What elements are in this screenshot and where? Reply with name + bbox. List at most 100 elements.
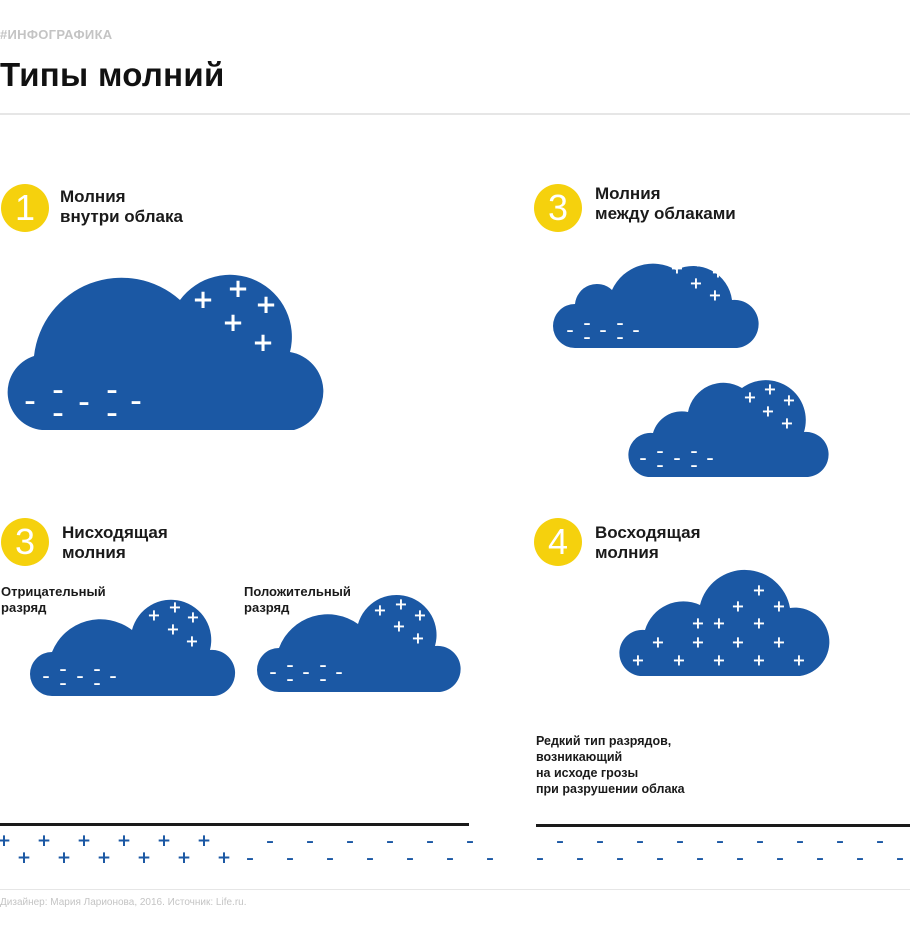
negative-charge-mark: – (94, 676, 101, 692)
positive-charge-mark: + (413, 606, 426, 625)
ground-negative-mark: – (406, 849, 414, 867)
negative-charge-mark: – (633, 323, 640, 339)
negative-charge-mark: – (287, 672, 294, 688)
positive-charge-mark: + (227, 274, 249, 304)
ground-line-left (0, 823, 469, 826)
ground-negative-mark: – (656, 849, 664, 867)
ground-negative-mark: – (796, 832, 804, 850)
ground-positive-mark: + (97, 848, 111, 868)
section-1-badge: 1 (1, 184, 49, 232)
ground-positive-mark: + (77, 831, 91, 851)
positive-charge-mark: + (147, 606, 160, 625)
ground-positive-mark: + (0, 831, 11, 851)
ground-negative-mark: – (636, 832, 644, 850)
section-1-label: Молния внутри облака (60, 187, 183, 226)
negative-charge-mark: – (25, 390, 36, 415)
negative-charge-mark: – (657, 444, 664, 460)
positive-charge-mark: + (712, 651, 725, 670)
negative-charge-mark: – (320, 672, 327, 688)
ground-negative-mark: – (856, 849, 864, 867)
page-title: Типы молний (0, 56, 225, 93)
ground-negative-mark: – (466, 832, 474, 850)
negative-charge-mark: – (79, 391, 90, 416)
negative-charge-mark: – (674, 451, 681, 467)
ground-positive-mark: + (37, 831, 51, 851)
positive-charge-mark: + (166, 620, 179, 639)
footer-divider (0, 889, 910, 890)
ground-negative-mark: – (836, 832, 844, 850)
cloud-intra (7, 274, 324, 430)
negative-charge-mark: – (584, 316, 591, 332)
positive-charge-mark: + (792, 651, 805, 670)
positive-charge-mark: + (752, 581, 765, 600)
cloud-negative-discharge (30, 599, 236, 696)
ground-negative-mark: – (346, 832, 354, 850)
negative-charge-mark: – (287, 658, 294, 674)
positive-charge-mark: + (763, 380, 776, 399)
negative-charge-mark: – (691, 444, 698, 460)
positive-charge-mark: + (731, 597, 744, 616)
ground-negative-mark: – (486, 849, 494, 867)
positive-charge-mark: + (651, 633, 664, 652)
positive-discharge-label: Положительный разряд (244, 584, 351, 615)
negative-charge-mark: – (53, 379, 64, 404)
positive-charge-mark: + (761, 402, 774, 421)
positive-charge-mark: + (192, 285, 214, 315)
negative-charge-mark: – (336, 665, 343, 681)
negative-charge-mark: – (107, 402, 118, 427)
positive-charge-mark: + (186, 608, 199, 627)
positive-charge-mark: + (691, 614, 704, 633)
ground-negative-mark: – (896, 849, 904, 867)
negative-charge-mark: – (77, 669, 84, 685)
header-divider (0, 113, 910, 115)
negative-charge-mark: – (567, 323, 574, 339)
positive-charge-mark: + (411, 629, 424, 648)
ground-positive-mark: + (137, 848, 151, 868)
negative-charge-mark: – (707, 451, 714, 467)
positive-charge-mark: + (782, 391, 795, 410)
ground-negative-mark: – (716, 832, 724, 850)
ground-positive-mark: + (177, 848, 191, 868)
positive-charge-mark: + (731, 633, 744, 652)
ground-positive-mark: + (157, 831, 171, 851)
cloud-inter-bottom (628, 380, 829, 477)
ground-negative-mark: – (676, 832, 684, 850)
ground-negative-mark: – (266, 832, 274, 850)
positive-charge-mark: + (252, 328, 274, 358)
negative-charge-mark: – (131, 390, 142, 415)
cloud-inter-top (553, 263, 759, 348)
positive-charge-mark: + (168, 598, 181, 617)
negative-charge-mark: – (617, 316, 624, 332)
ground-negative-mark: – (756, 832, 764, 850)
ground-positive-mark: + (197, 831, 211, 851)
upward-lightning-note: Редкий тип разрядов, возникающий на исхо… (536, 734, 685, 796)
ground-negative-mark: – (246, 849, 254, 867)
positive-charge-mark: + (185, 632, 198, 651)
negative-charge-mark: – (94, 662, 101, 678)
ground-negative-mark: – (696, 849, 704, 867)
ground-negative-mark: – (776, 849, 784, 867)
negative-charge-mark: – (270, 665, 277, 681)
section-2-badge: 3 (534, 184, 582, 232)
ground-positive-mark: + (217, 848, 231, 868)
ground-positive-mark: + (57, 848, 71, 868)
cloud-positive-discharge (257, 594, 461, 692)
positive-charge-mark: + (708, 286, 721, 305)
negative-charge-mark: – (107, 379, 118, 404)
negative-charge-mark: – (303, 665, 310, 681)
positive-charge-mark: + (743, 388, 756, 407)
negative-discharge-label: Отрицательный разряд (1, 584, 106, 615)
ground-negative-mark: – (326, 849, 334, 867)
hashtag-label: #ИНФОГРАФИКА (0, 27, 113, 42)
negative-charge-mark: – (584, 330, 591, 346)
ground-negative-mark: – (286, 849, 294, 867)
ground-positive-mark: + (117, 831, 131, 851)
negative-charge-mark: – (43, 669, 50, 685)
ground-negative-mark: – (366, 849, 374, 867)
negative-charge-mark: – (110, 669, 117, 685)
cloud-upward (619, 569, 830, 676)
ground-negative-mark: – (876, 832, 884, 850)
negative-charge-mark: – (60, 662, 67, 678)
ground-line-right (536, 824, 910, 827)
positive-charge-mark: + (711, 263, 724, 282)
